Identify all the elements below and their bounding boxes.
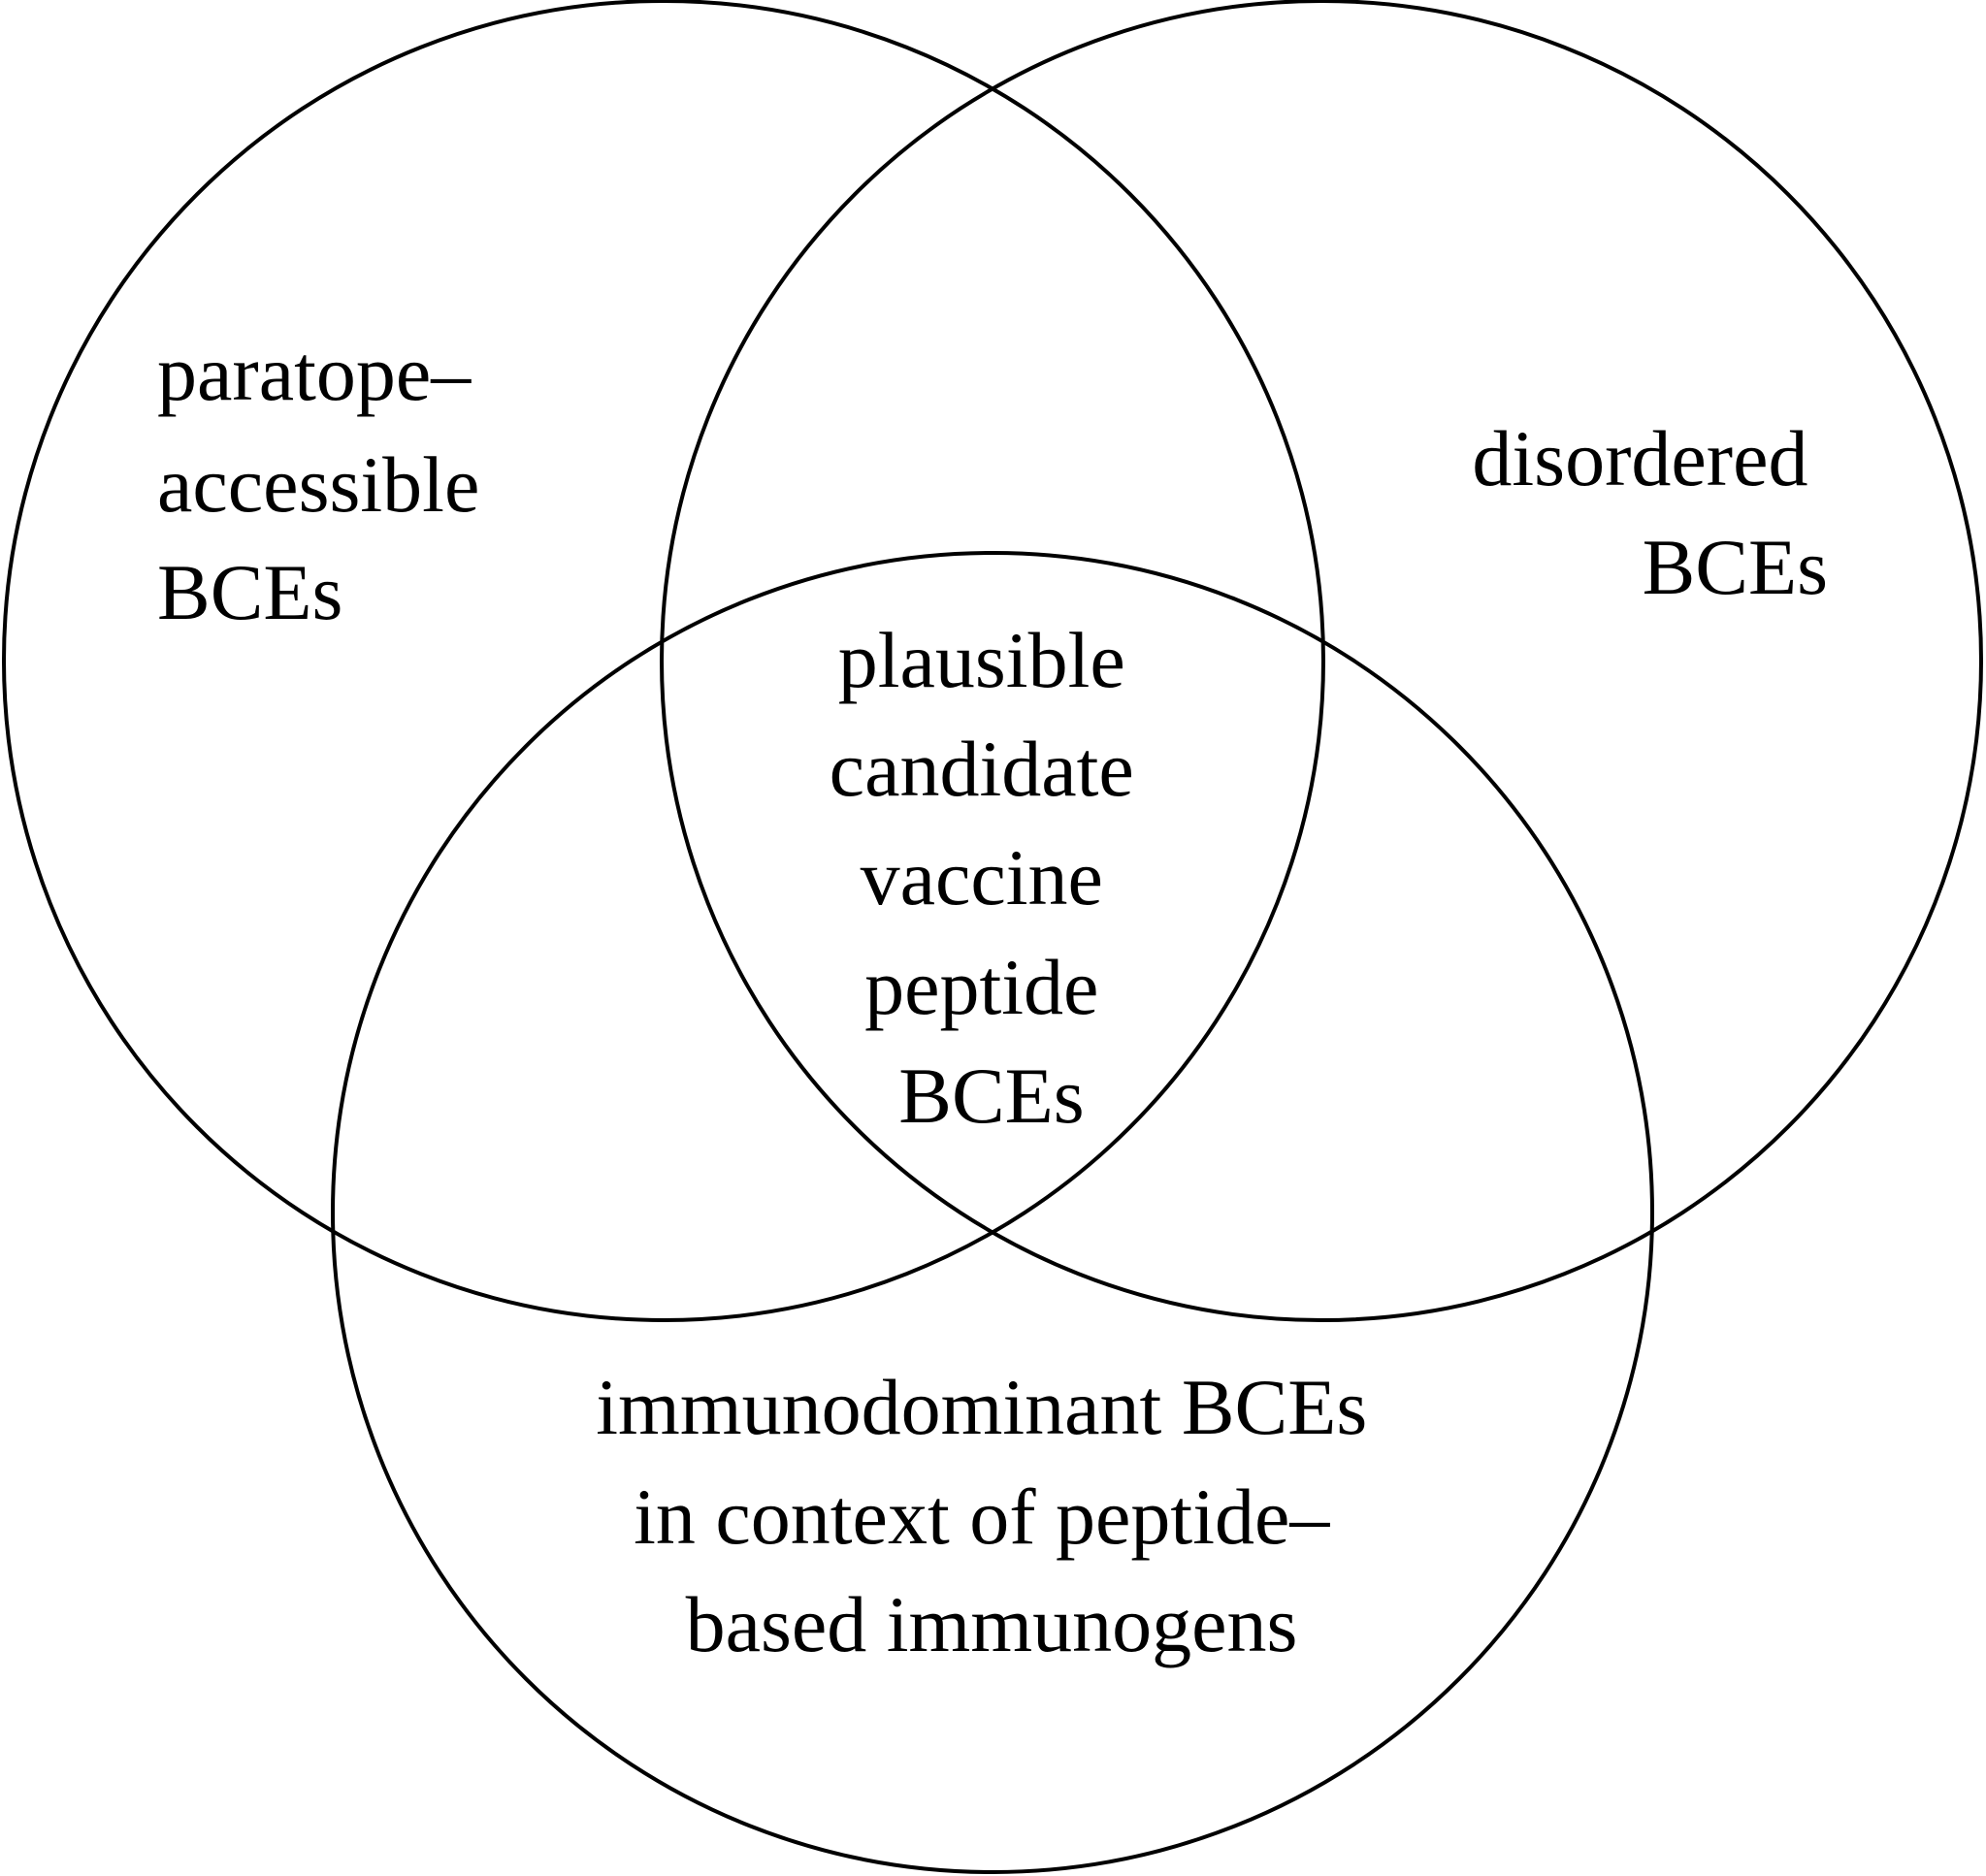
label-line: immunodominant BCEs bbox=[596, 1363, 1367, 1451]
label-line: based immunogens bbox=[686, 1580, 1298, 1668]
label-line: disordered bbox=[1472, 414, 1807, 502]
circle-paratope-accessible bbox=[2, 0, 1325, 1322]
label-line: BCEs bbox=[157, 548, 342, 636]
label-paratope-accessible: paratope– accessible BCEs bbox=[157, 329, 500, 636]
label-line: plausible bbox=[838, 616, 1125, 704]
label-line: in context of peptide– bbox=[634, 1472, 1330, 1561]
circle-immunodominant bbox=[331, 551, 1654, 1874]
circle-disordered bbox=[660, 0, 1983, 1322]
label-disordered: disordered BCEs bbox=[1472, 414, 1828, 611]
label-line: paratope– bbox=[157, 329, 472, 417]
label-immunodominant: immunodominant BCEs in context of peptid… bbox=[596, 1363, 1386, 1668]
label-line: accessible bbox=[157, 440, 479, 529]
label-line: candidate bbox=[830, 725, 1134, 813]
label-line: peptide bbox=[864, 943, 1098, 1031]
label-line: vaccine bbox=[861, 833, 1103, 922]
label-intersection: plausible candidate vaccine peptide BCEs bbox=[830, 616, 1155, 1140]
label-line: BCEs bbox=[898, 1051, 1084, 1140]
label-line: BCEs bbox=[1643, 523, 1828, 611]
